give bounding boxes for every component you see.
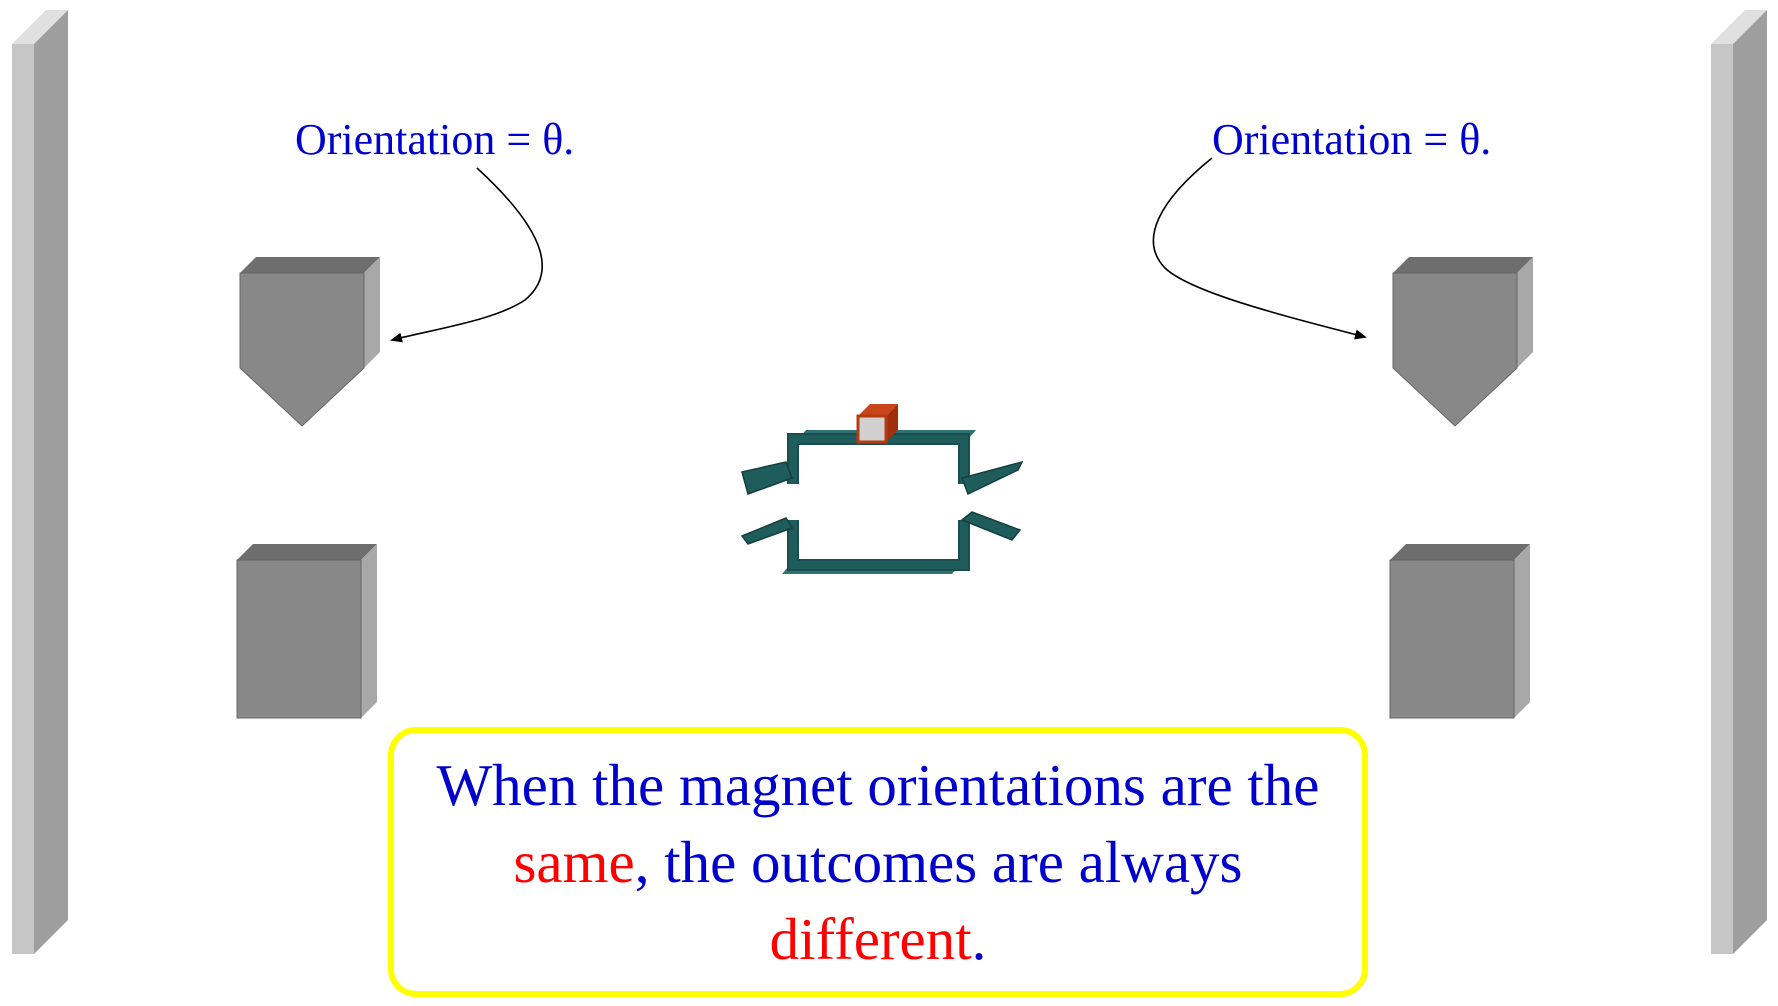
right-orientation-label: Orientation = θ. [1212, 115, 1492, 164]
left-upper-magnet [239, 257, 380, 427]
caption-part-2: , the outcomes are always [634, 828, 1243, 895]
caption-part-1: When the magnet orientations are the [436, 751, 1320, 818]
caption-part-3: . [971, 905, 987, 972]
left-orientation-label: Orientation = θ. [295, 115, 575, 164]
right-orientation-arrow [1152, 157, 1367, 340]
caption-box: When the magnet orientations are the sam… [388, 727, 1368, 997]
right-lower-magnet [1389, 544, 1530, 719]
right-upper-magnet [1392, 257, 1533, 427]
right-screen [1711, 10, 1767, 954]
left-orientation-arrow [390, 167, 544, 343]
left-lower-magnet [236, 544, 377, 719]
caption-text: When the magnet orientations are the sam… [408, 747, 1348, 978]
left-screen [12, 10, 68, 954]
caption-highlight-same: same [513, 828, 635, 895]
particle-source [740, 404, 1024, 574]
caption-highlight-different: different [769, 905, 972, 972]
